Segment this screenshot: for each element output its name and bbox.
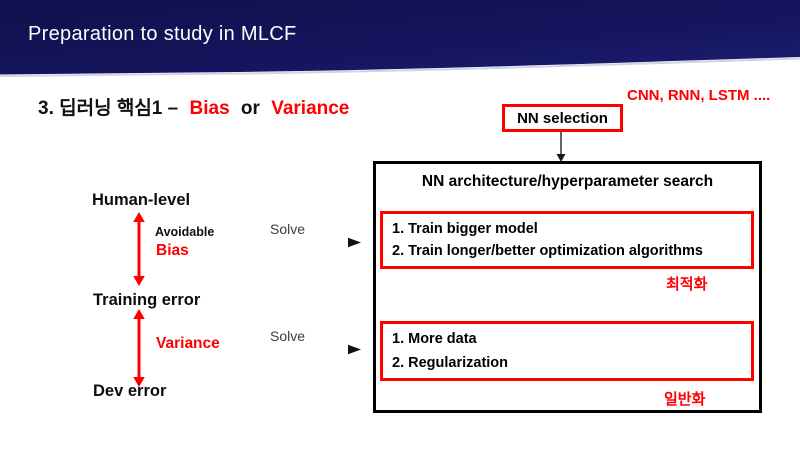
- optimization-caption: 최적화: [666, 276, 708, 293]
- optimization-group-box: 1. Train bigger model 2. Train longer/be…: [380, 211, 754, 269]
- header-band: Preparation to study in MLCF: [0, 0, 800, 85]
- title-variance-word: Variance: [271, 98, 350, 119]
- right-arrow-icon: [237, 344, 361, 355]
- header-swoosh-graphic: [0, 0, 800, 77]
- double-arrow-icon: [133, 212, 145, 286]
- list-item: 1. Train bigger model: [392, 220, 538, 237]
- right-arrow-icon: [237, 237, 361, 248]
- training-error-label: Training error: [93, 291, 201, 309]
- search-panel-title: NN architecture/hyperparameter search: [421, 173, 714, 190]
- dev-error-label: Dev error: [93, 382, 167, 400]
- title-bias-word: Bias: [189, 98, 230, 119]
- title-or-word: or: [240, 98, 260, 119]
- title-prefix: 3. 딥러닝 핵심1 –: [38, 98, 179, 119]
- header-title: Preparation to study in MLCF: [28, 23, 297, 45]
- double-arrow-icon: [133, 309, 145, 387]
- list-item: 1. More data: [392, 331, 477, 348]
- variance-label: Variance: [156, 335, 220, 352]
- list-item: 2. Train longer/better optimization algo…: [392, 243, 703, 260]
- avoidable-label: Avoidable: [155, 225, 215, 239]
- solve-label: Solve: [270, 328, 306, 344]
- solve-label: Solve: [270, 221, 306, 237]
- nn-search-panel: NN architecture/hyperparameter search 1.…: [373, 161, 762, 413]
- human-level-label: Human-level: [92, 191, 191, 209]
- list-item: 2. Regularization: [392, 354, 509, 371]
- down-arrow-icon: [556, 132, 566, 162]
- nn-selection-box: NN selection: [502, 104, 623, 132]
- generalization-caption: 일반화: [664, 391, 706, 408]
- bias-label: Bias: [156, 242, 189, 259]
- nn-types-note: CNN, RNN, LSTM ....: [627, 87, 771, 104]
- page-title: 3. 딥러닝 핵심1 – Bias or Variance: [38, 93, 355, 120]
- generalization-group-box: 1. More data 2. Regularization: [380, 321, 754, 381]
